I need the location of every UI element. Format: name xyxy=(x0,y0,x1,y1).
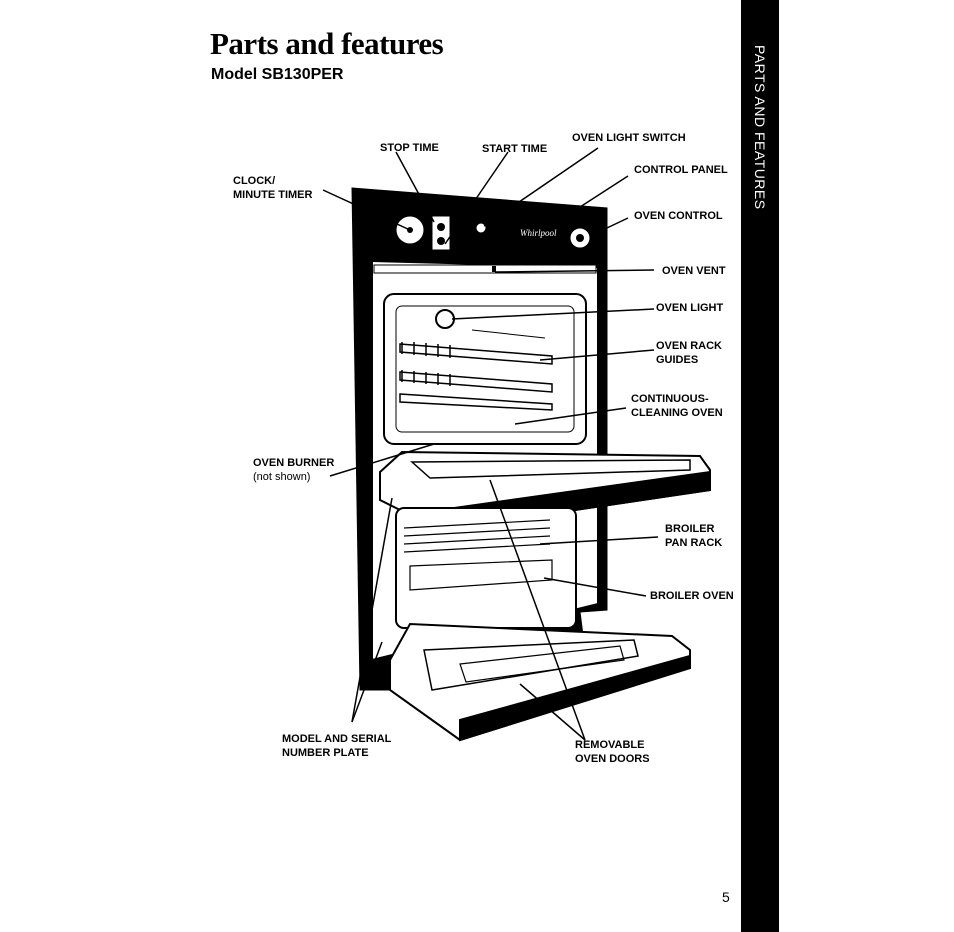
label-oven-rack-line2: GUIDES xyxy=(656,354,699,366)
label-continuous-cleaning: CONTINUOUS- CLEANING OVEN xyxy=(631,392,723,420)
label-model-plate-line2: NUMBER PLATE xyxy=(282,747,369,759)
oven-light-bulb-icon xyxy=(435,309,455,329)
upper-oven-cavity xyxy=(383,293,587,445)
label-continuous-line1: CONTINUOUS- xyxy=(631,393,709,405)
oven-vent-strip xyxy=(373,264,597,274)
label-oven-rack-line1: OVEN RACK xyxy=(656,340,723,352)
page-number: 5 xyxy=(722,889,730,905)
label-model-plate-line1: MODEL AND SERIAL xyxy=(282,733,392,745)
page-title: Parts and features xyxy=(210,26,444,61)
oven-racks xyxy=(399,342,553,411)
label-clock-line2: MINUTE TIMER xyxy=(233,189,313,201)
label-continuous-line2: CLEANING OVEN xyxy=(631,407,723,419)
label-broiler-pan-line2: PAN RACK xyxy=(665,537,723,549)
side-tab xyxy=(741,0,779,932)
side-tab-label: PARTS AND FEATURES xyxy=(752,45,768,210)
label-oven-light: OVEN LIGHT xyxy=(656,302,724,314)
label-oven-burner: OVEN BURNER (not shown) xyxy=(253,456,334,484)
broiler-oven-cavity xyxy=(395,507,577,629)
label-clock-line1: CLOCK/ xyxy=(233,175,276,187)
label-clock: CLOCK/ MINUTE TIMER xyxy=(233,174,312,202)
label-removable-line1: REMOVABLE xyxy=(575,739,645,751)
label-removable-doors: REMOVABLE OVEN DOORS xyxy=(575,738,650,766)
label-control-panel: CONTROL PANEL xyxy=(634,164,728,176)
label-oven-burner-line2: (not shown) xyxy=(253,471,311,483)
label-broiler-pan-line1: BROILER xyxy=(665,523,715,535)
lower-oven-door xyxy=(389,622,691,742)
label-oven-rack-guides: OVEN RACK GUIDES xyxy=(656,339,722,367)
label-oven-burner-line1: OVEN BURNER xyxy=(253,457,335,469)
callout-lines xyxy=(322,147,659,741)
label-oven-light-switch: OVEN LIGHT SWITCH xyxy=(572,132,686,144)
svg-text:Whirlpool: Whirlpool xyxy=(520,228,557,238)
label-oven-vent: OVEN VENT xyxy=(662,265,726,277)
label-oven-control: OVEN CONTROL xyxy=(634,210,723,222)
label-broiler-pan-rack: BROILER PAN RACK xyxy=(665,522,722,550)
label-removable-line2: OVEN DOORS xyxy=(575,753,650,765)
label-broiler-oven: BROILER OVEN xyxy=(650,590,734,602)
model-subtitle: Model SB130PER xyxy=(211,66,344,83)
control-panel-drawing: Whirlpool xyxy=(372,200,598,268)
label-start-time: START TIME xyxy=(482,143,548,155)
label-model-plate: MODEL AND SERIAL NUMBER PLATE xyxy=(282,732,391,760)
label-stop-time: STOP TIME xyxy=(380,142,439,154)
